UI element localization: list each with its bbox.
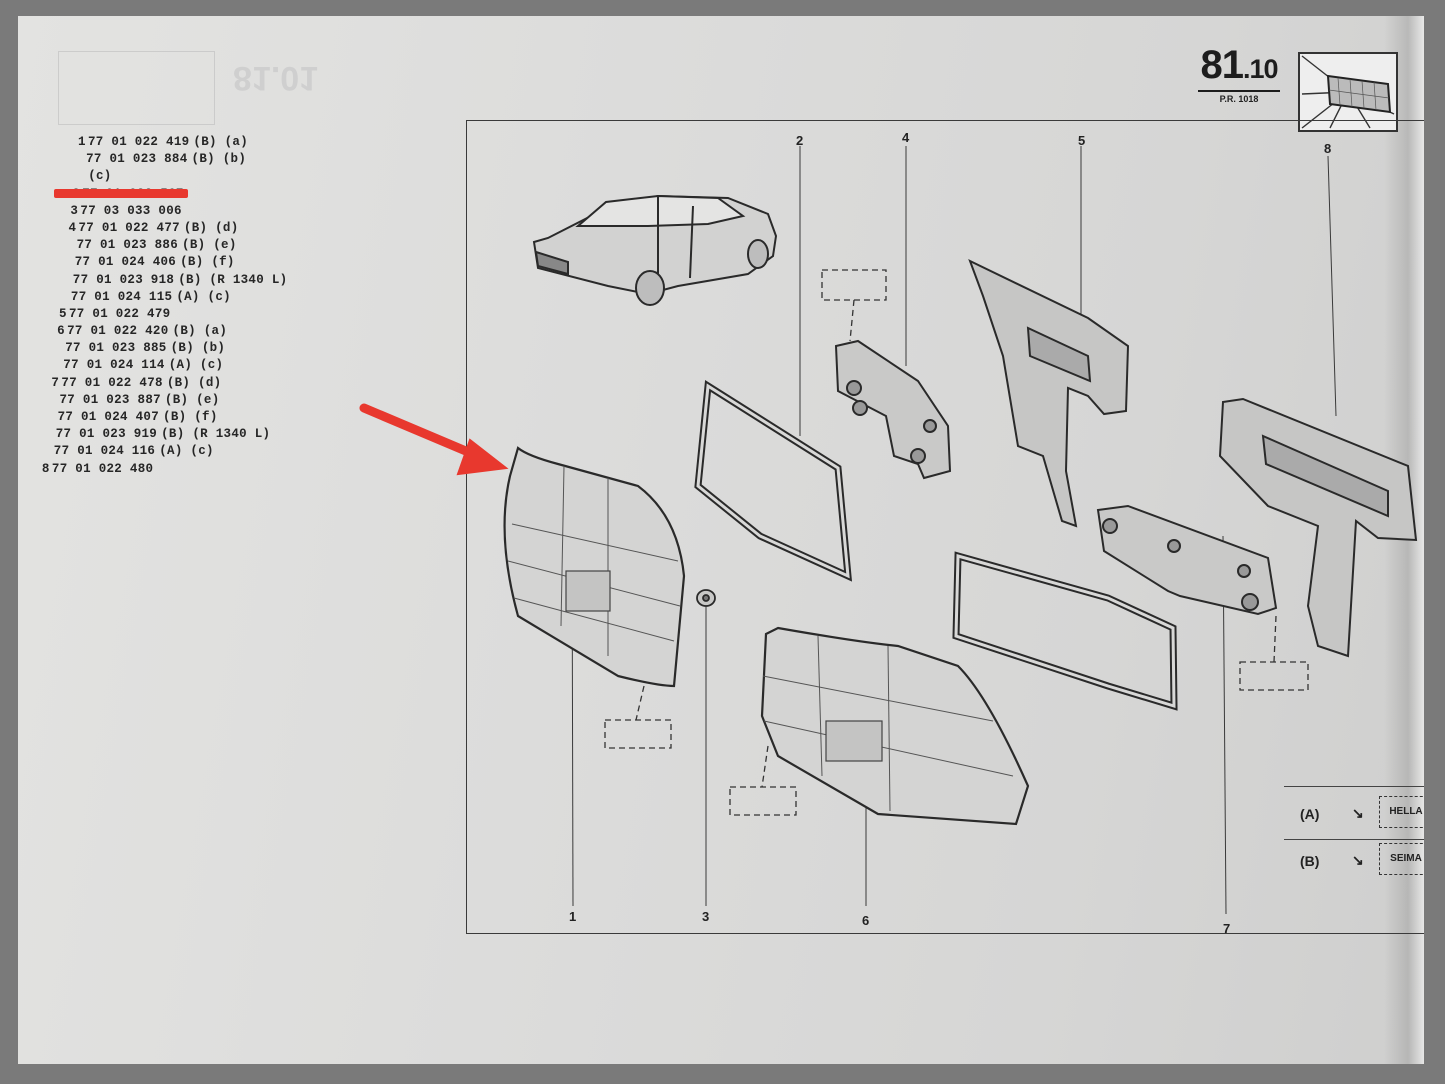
variant-codes: (c) [88, 169, 112, 184]
part-number: 77 01 023 919 [55, 427, 158, 442]
part-number: 77 01 024 114 [63, 358, 165, 373]
part-number: 77 01 023 886 [76, 238, 179, 253]
callout-1: 1 [569, 909, 577, 924]
sheet-number: 81.10 [1200, 43, 1278, 87]
callout-3: 3 [702, 909, 710, 924]
item-number: 7 [51, 375, 60, 390]
parts-list-row: 77 01 024 114(A) (c) [53, 357, 313, 374]
variant-codes: (B) (e) [164, 392, 220, 407]
exploded-diagram [359, 146, 1418, 915]
variant-codes: (B) (R 1340 L) [161, 427, 271, 442]
parts-list-row: 77 01 023 918(B) (R 1340 L) [63, 272, 323, 289]
callout-6: 6 [862, 913, 870, 928]
parts-list-row: 77 01 024 407(B) (f) [48, 409, 308, 426]
variant-codes: (B) (a) [172, 324, 228, 339]
variant-codes: (A) (c) [159, 444, 214, 459]
part-number: 77 01 024 407 [57, 410, 160, 424]
part-number: 77 01 023 884 [86, 152, 188, 167]
parts-list-row: 77 01 023 884(B) (b) [76, 151, 336, 168]
item-number: 3 [70, 203, 79, 218]
part-5-bracket [968, 259, 1130, 528]
part-6-tail-lamp-lens [760, 626, 1030, 826]
variant-codes: (B) (e) [182, 238, 237, 253]
callout-4: 4 [902, 130, 910, 145]
part-number: 77 01 023 885 [65, 341, 167, 356]
part-number: 77 03 033 006 [80, 203, 182, 218]
part-2-gasket [694, 380, 853, 582]
legend-row-b: (B) ↘ SEIMA [1284, 839, 1424, 880]
callout-5: 5 [1078, 133, 1086, 148]
parts-list-row: 77 01 024 115(A) (c) [61, 289, 321, 306]
item-number: 4 [68, 220, 77, 235]
part-number: 77 01 023 887 [59, 392, 161, 407]
sheet-header: 81.10 P.R. 1018 [1198, 44, 1280, 104]
item-number: 6 [57, 324, 65, 339]
variant-codes: (A) (c) [168, 358, 224, 373]
variant-codes: (B) (f) [163, 410, 218, 424]
variant-codes: (B) (R 1340 L) [178, 272, 288, 287]
part-number: 77 01 022 478 [61, 375, 163, 390]
item-number: 8 [41, 461, 50, 476]
sedan-car-illustration [532, 194, 778, 306]
parts-list-row: 77 01 023 885(B) (b) [55, 340, 315, 357]
part-number: 77 01 024 116 [53, 444, 156, 459]
bleed-through-thumbnail [58, 51, 215, 125]
callout-7: 7 [1223, 921, 1231, 936]
legend-code: (A) [1300, 806, 1320, 822]
legend-brand: HELLA [1379, 796, 1424, 828]
parts-list-row: 77 01 024 116(A) (c) [44, 443, 304, 460]
part-number: 77 01 022 477 [78, 220, 180, 235]
parts-list-row: 77 01 023 887(B) (e) [50, 392, 310, 409]
variant-codes: (B) (a) [193, 135, 249, 149]
variant-codes: (A) (c) [176, 289, 231, 304]
callout-2: 2 [796, 133, 804, 148]
supplier-legend: (A) ↘ HELLA (B) ↘ SEIMA [1284, 786, 1424, 883]
sheet-reference: P.R. 1018 [1198, 90, 1280, 104]
red-redaction-mark [54, 189, 188, 198]
parts-list-row: 77 01 023 886(B) (e) [67, 237, 327, 254]
variant-codes: (B) (b) [170, 341, 226, 356]
part-number: 77 01 023 918 [72, 272, 175, 287]
legend-code: (B) [1300, 853, 1320, 869]
part-number: 77 01 024 115 [70, 289, 173, 304]
part-number: 77 01 024 406 [74, 255, 177, 270]
arrow-icon: ↘ [1352, 805, 1364, 821]
part-8-bracket [1218, 397, 1418, 658]
ref-boxes [604, 269, 1309, 816]
item-number: 1 [78, 135, 86, 149]
part-number: 77 01 022 419 [88, 135, 190, 149]
part-1-tail-lamp-lens [503, 446, 686, 688]
arrow-icon: ↘ [1352, 852, 1364, 868]
tail-light-thumbnail-icon [1298, 52, 1398, 132]
part-4-bulb-holder [834, 339, 952, 480]
part-7-bulb-holder [1096, 504, 1278, 616]
variant-codes: (B) (f) [180, 255, 235, 270]
variant-codes: (B) (d) [166, 375, 222, 390]
exploded-diagram-frame [466, 120, 1424, 934]
part-number: 77 01 022 480 [51, 461, 154, 476]
legend-row-a: (A) ↘ HELLA [1284, 793, 1424, 833]
part-number: 77 01 022 479 [69, 306, 171, 321]
parts-list-row: 77 01 024 406(B) (f) [65, 254, 325, 271]
item-number: 5 [59, 306, 67, 321]
part-3-nut [696, 589, 716, 607]
part-6-gasket [952, 551, 1178, 711]
variant-codes: (B) (b) [191, 152, 247, 167]
legend-brand: SEIMA [1379, 843, 1424, 875]
part-number: 77 01 022 420 [67, 324, 169, 339]
parts-list-row: (c) [74, 168, 334, 185]
red-pointer-arrow-icon [359, 403, 509, 476]
parts-list-row: 77 01 023 919(B) (R 1340 L) [46, 426, 306, 443]
callout-8: 8 [1324, 141, 1332, 156]
variant-codes: (B) (d) [183, 220, 239, 235]
